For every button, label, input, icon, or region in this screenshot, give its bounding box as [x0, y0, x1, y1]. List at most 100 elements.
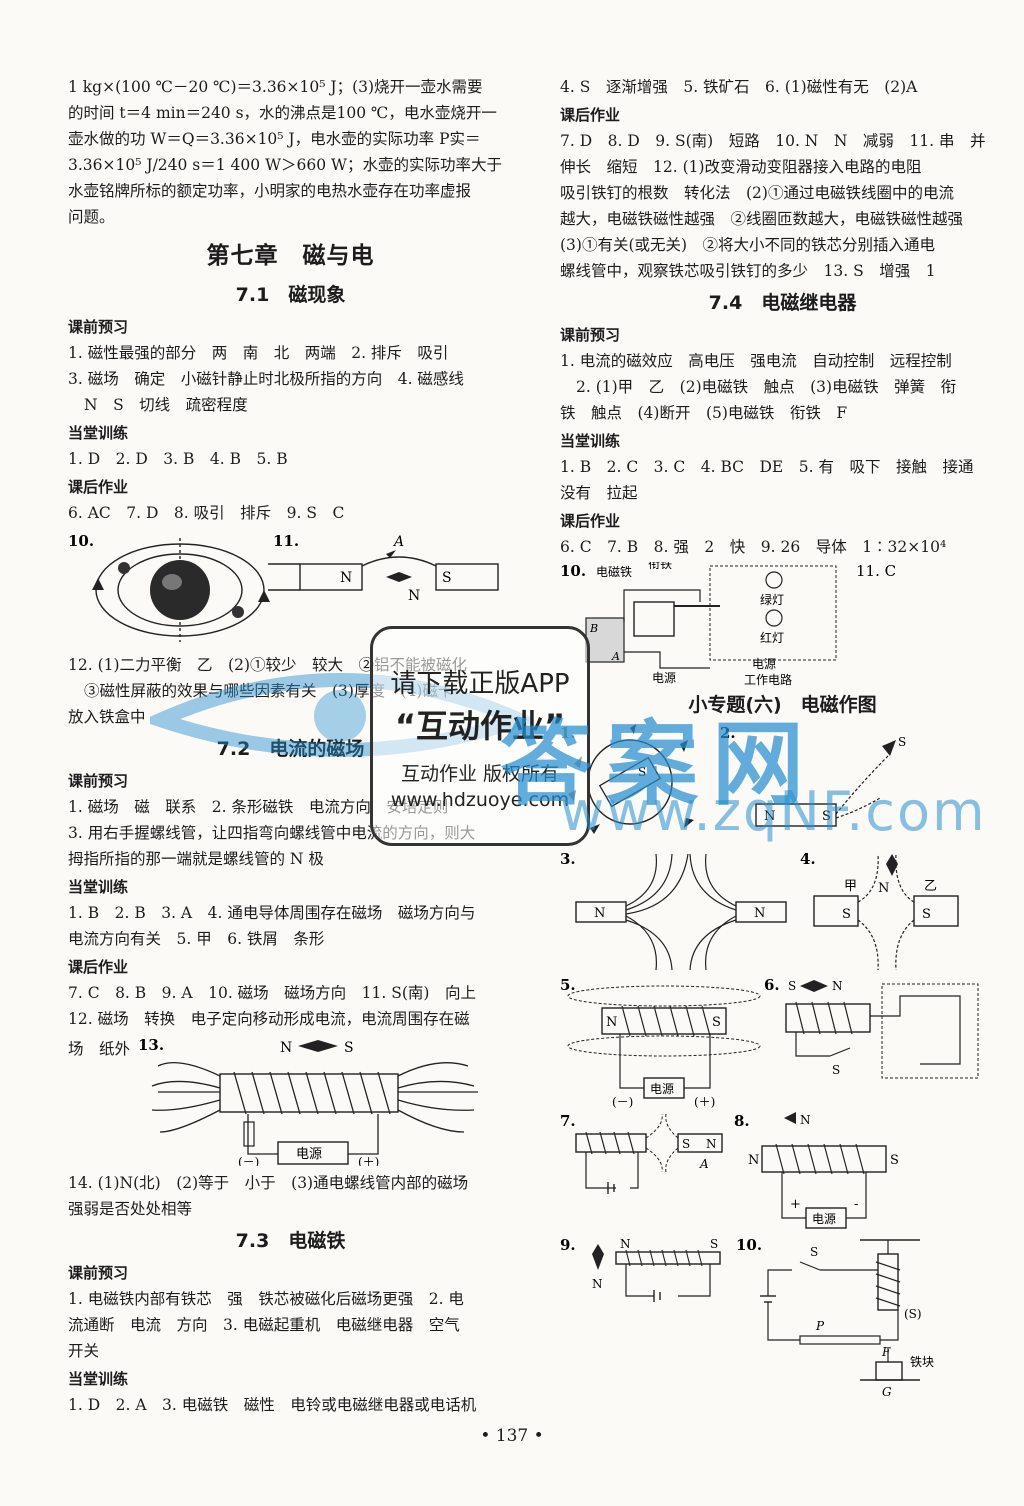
fig8-power-label: 电源 — [812, 1212, 836, 1226]
answer-line: 1. 电磁铁内部有铁芯 强 铁芯被磁化后磁场更强 2. 电 — [68, 1290, 464, 1308]
answer-line: 没有 拉起 — [560, 484, 638, 502]
red-lamp — [765, 609, 783, 627]
label-class: 当堂训练 — [68, 1370, 129, 1388]
fig2-needle — [882, 740, 896, 756]
fig4-yi: 乙 — [924, 879, 937, 894]
fig10-electromagnet — [877, 1253, 899, 1311]
answer-line: 2. (1)甲 乙 (2)电磁铁 触点 (3)电磁铁 弹簧 衔 — [576, 378, 957, 396]
watermark-line4: www.hdzuoye.com — [390, 789, 570, 811]
inner-magnet — [598, 756, 662, 808]
earth-globe — [150, 560, 210, 620]
fig8-needle — [784, 1112, 796, 1124]
label-preview: 课前预习 — [68, 1264, 129, 1282]
fig6-s: S — [788, 979, 796, 993]
answer-line: 6. AC 7. D 8. 吸引 排斥 9. S C — [68, 504, 345, 522]
compass-needle-a — [118, 562, 130, 574]
fig2-s-label: S — [822, 809, 831, 824]
fig-8-number: 8. — [734, 1112, 750, 1130]
watermark-url: www.zqNF.com — [560, 780, 987, 843]
fig-10-number: 10. — [68, 532, 94, 550]
work-circuit-box — [709, 565, 837, 661]
point-a-label: A — [392, 534, 404, 550]
fig-3-number: 3. — [560, 850, 576, 868]
label-homework: 课后作业 — [68, 478, 129, 496]
answer-line: 6. C 7. B 8. 强 2 快 9. 26 导体 1∶32×10⁴ — [560, 538, 947, 556]
fig5-plus: (＋) — [694, 1095, 715, 1109]
watermark-box: 请下载正版APP “互动作业” 互动作业 版权所有 www.hdzuoye.co… — [370, 626, 590, 846]
fig-13-number: 13. — [138, 1036, 164, 1054]
magnet-left-n: N — [340, 570, 352, 586]
solenoid-field-lines — [151, 1062, 479, 1133]
answer-line: 铁 触点 (4)断开 (5)电磁铁 衔铁 F — [560, 404, 848, 422]
fig1-s-label: S — [638, 765, 646, 779]
fig9-solenoid — [615, 1251, 721, 1265]
armature-label: 衔铁 — [648, 562, 672, 571]
electromagnet — [633, 601, 675, 637]
magnet-jia — [813, 895, 859, 927]
section-title-7-3: 7.3 电磁铁 — [235, 1230, 346, 1252]
section-title-7-2: 7.2 电流的磁场 — [216, 738, 365, 760]
red-lamp-label: 红灯 — [760, 630, 784, 645]
label-preview: 课前预习 — [68, 318, 129, 336]
watermark-line2: “互动作业” — [394, 707, 566, 745]
answer-line: 伸长 缩短 12. (1)改变滑动变阻器接入电路的电阻 — [560, 158, 922, 176]
fig8-plus: + — [790, 1197, 801, 1212]
page-number: • 137 • — [480, 1426, 544, 1446]
iron-block — [875, 1361, 903, 1381]
fig3-n1: N — [594, 906, 605, 921]
green-lamp — [765, 571, 783, 589]
section-title-7-4: 7.4 电磁继电器 — [708, 292, 857, 314]
answer-line: 1. B 2. C 3. C 4. BC DE 5. 有 吸下 接触 接通 — [560, 458, 974, 476]
answer-line: 流通断 电流 方向 3. 电磁起重机 电磁继电器 空气 — [68, 1316, 460, 1334]
answer-line: 放入铁盒中 — [68, 708, 146, 726]
magnet-left — [575, 901, 627, 923]
answer-line: 电流方向有关 5. 甲 6. 铁屑 条形 — [68, 930, 325, 948]
watermark-line3: 互动作业 版权所有 — [400, 763, 560, 785]
answer-line: 14. (1)N(北) (2)等于 小于 (3)通电螺线管内部的磁场 — [68, 1174, 469, 1192]
green-lamp-label: 绿灯 — [760, 592, 784, 607]
fig9-s: S — [710, 1237, 718, 1251]
solenoid-coil — [233, 1071, 391, 1115]
fig8-coil-n: N — [748, 1153, 759, 1168]
answer-line: 场 纸外 — [68, 1040, 131, 1058]
answer-line: 4. S 逐渐增强 5. 铁矿石 6. (1)磁性有无 (2)A — [560, 78, 918, 96]
answer-line: 吸引铁钉的根数 转化法 (2)①通过电磁铁线圈中的电流 — [560, 184, 954, 202]
answer-11: 11. C — [856, 562, 896, 580]
answer-line: 1. 磁性最强的部分 两 南 北 两端 2. 排斥 吸引 — [68, 344, 449, 362]
fig8-coil-s: S — [890, 1153, 899, 1168]
fig6-solenoid — [785, 1003, 871, 1033]
fig-9-number: 9. — [560, 1236, 576, 1254]
fig10-pole-s: (S) — [904, 1307, 922, 1321]
intro-line: 3.36×10⁵ J/240 s＝1 400 W＞660 W；水壶的实际功率大于 — [68, 156, 502, 174]
compass-needle-b — [232, 606, 244, 618]
figure-7-4-10-relay: 10. 电磁铁 衔铁 11. C B A 电源 绿灯 红灯 电源 工作电路 — [560, 562, 896, 686]
electromagnet-label: 电磁铁 — [596, 564, 632, 579]
left-column: 1 kg×(100 ℃－20 ℃)＝3.36×10⁵ J；(3)烧开一壶水需要 … — [68, 74, 513, 1418]
answer-line: 7. D 8. D 9. S(南) 短路 10. N N 减弱 11. 串 并 — [560, 132, 986, 150]
figure-topic-9-10: 9. N N S 10. (S) S P F — [560, 1236, 934, 1398]
fig2-needle-s: S — [898, 735, 906, 749]
fig5-s: S — [712, 1015, 721, 1030]
fig6-switch-label: S — [832, 1063, 840, 1077]
solenoid-body — [219, 1073, 399, 1113]
fig4-jia: 甲 — [844, 879, 857, 894]
figure-row-13: 场 纸外 13. N S — [68, 1036, 513, 1166]
power-plus-label: (＋) — [358, 1155, 379, 1166]
topic-title: 小专题(六) 电磁作图 — [688, 694, 877, 716]
fig8-n: N — [800, 1113, 811, 1127]
intro-line: 水壶铭牌所标的额定功率，小明家的电热水壶存在功率虚报 — [68, 182, 472, 200]
magnet-right-s: S — [442, 570, 452, 586]
intro-line: 问题。 — [68, 208, 115, 226]
fig10-iron-block-label: 铁块 — [910, 1355, 934, 1369]
label-class: 当堂训练 — [560, 432, 621, 450]
fig10-switch — [799, 1261, 821, 1271]
label-preview: 课前预习 — [68, 772, 129, 790]
repelling-field-lines — [625, 853, 737, 971]
fig10-rheostat — [799, 1335, 881, 1345]
intro-line: 壶水做的功 W＝Q＝3.36×10⁵ J，电水壶的实际功率 P实＝ — [68, 130, 481, 148]
fig6-switch — [829, 1047, 851, 1057]
needle-n-label: N — [408, 588, 420, 604]
fig4-s2: S — [922, 907, 931, 922]
fig8-power — [805, 1207, 847, 1229]
fig9-n: N — [620, 1237, 631, 1251]
